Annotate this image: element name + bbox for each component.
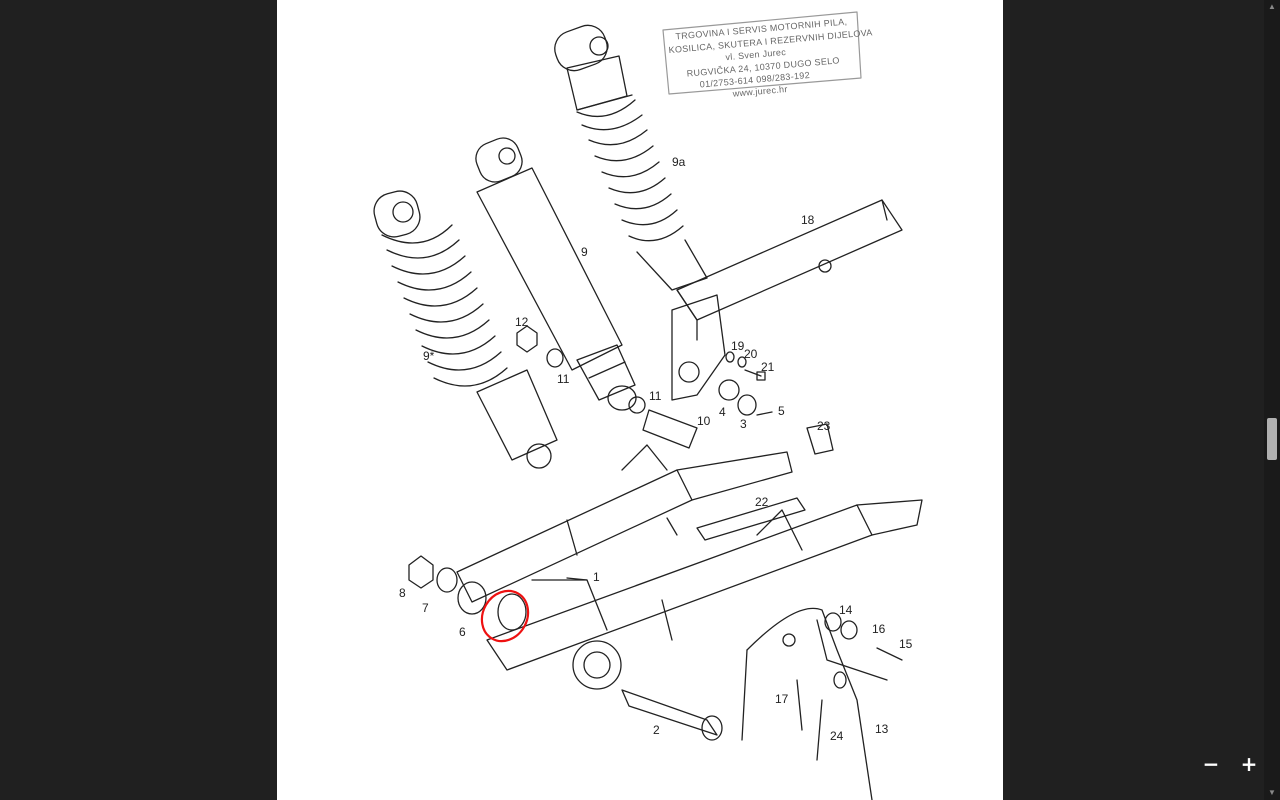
label-24: 24 [830, 729, 844, 743]
scroll-down-arrow-icon[interactable]: ▼ [1268, 788, 1276, 797]
scrollbar-thumb[interactable] [1267, 418, 1277, 460]
shock-absorber-9a [554, 24, 708, 291]
shock-absorber-9-star [373, 190, 558, 469]
label-19: 19 [731, 339, 745, 353]
label-4: 4 [719, 405, 726, 419]
label-3: 3 [740, 417, 747, 431]
label-22: 22 [755, 495, 769, 509]
label-15: 15 [899, 637, 913, 651]
zoom-controls: − + [1196, 748, 1264, 780]
label-7: 7 [422, 601, 429, 615]
label-23: 23 [817, 419, 831, 433]
label-9-star: 9* [423, 349, 435, 363]
part-labels: 9a 18 9 12 9* 11 11 19 20 21 10 4 3 5 23… [399, 155, 913, 743]
highlight-marker [480, 589, 530, 643]
label-20: 20 [744, 347, 758, 361]
label-1: 1 [593, 570, 600, 584]
label-12: 12 [515, 315, 529, 329]
exploded-parts-diagram: TRGOVINA I SERVIS MOTORNIH PILA, KOSILIC… [373, 11, 923, 800]
bracket-18 [671, 199, 903, 401]
label-9a: 9a [672, 155, 686, 169]
label-10: 10 [697, 414, 711, 428]
label-8: 8 [399, 586, 406, 600]
label-9: 9 [581, 245, 588, 259]
stamp-line-6: www.jurec.hr [731, 84, 788, 99]
label-11-a: 11 [557, 372, 570, 386]
label-21: 21 [761, 360, 775, 374]
label-6: 6 [459, 625, 466, 639]
swingarm-1 [456, 444, 923, 741]
label-14: 14 [839, 603, 853, 617]
diagram-page: TRGOVINA I SERVIS MOTORNIH PILA, KOSILIC… [277, 0, 1003, 800]
label-5: 5 [778, 404, 785, 418]
stand-13 [741, 607, 903, 800]
label-18: 18 [801, 213, 815, 227]
shock-absorber-9 [475, 137, 646, 414]
dealer-stamp [662, 11, 862, 95]
zoom-out-button[interactable]: − [1196, 749, 1226, 779]
stamp-text: TRGOVINA I SERVIS MOTORNIH PILA, KOSILIC… [668, 16, 873, 99]
scroll-up-arrow-icon[interactable]: ▲ [1268, 2, 1276, 11]
small-parts [516, 325, 834, 455]
vertical-scrollbar[interactable]: ▲ ▼ [1264, 0, 1280, 800]
label-11-b: 11 [649, 389, 662, 403]
zoom-in-button[interactable]: + [1234, 749, 1264, 779]
label-13: 13 [875, 722, 889, 736]
label-17: 17 [775, 692, 789, 706]
label-2: 2 [653, 723, 660, 737]
label-16: 16 [872, 622, 886, 636]
bearing-assembly [408, 555, 527, 631]
